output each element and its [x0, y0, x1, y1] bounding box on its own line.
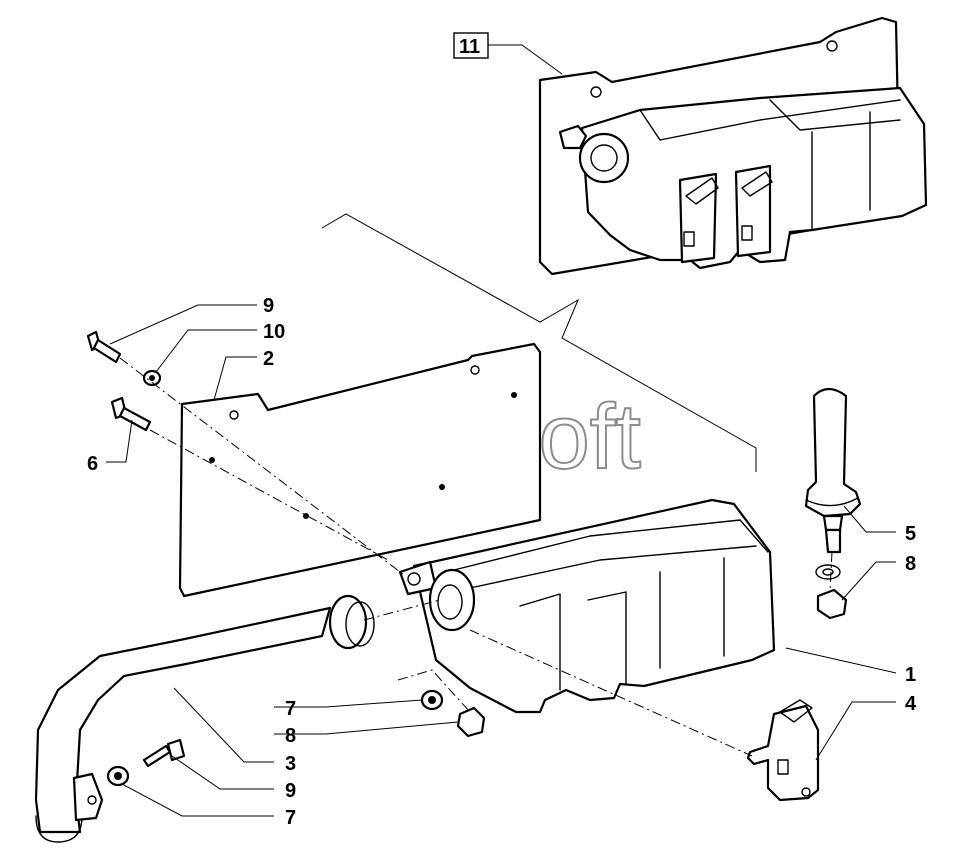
bolt-9-upper — [86, 330, 122, 364]
mounting-plate-2 — [178, 342, 542, 598]
nut-8-right — [816, 588, 848, 620]
callout-7-lower: 7 — [285, 807, 296, 829]
assembly-axis-pipe — [363, 599, 441, 621]
callout-9-lower: 9 — [285, 780, 296, 802]
nut-8-middle — [456, 706, 486, 738]
washer-10 — [142, 369, 162, 387]
callout-9-upper: 9 — [263, 295, 274, 317]
callout-box-11 — [453, 32, 489, 59]
assembly-axis-lower — [149, 429, 389, 561]
filler-cap-5 — [804, 387, 862, 554]
assembly-reference-11 — [538, 16, 928, 276]
callout-8-middle: 8 — [285, 725, 296, 747]
washer-8-right — [815, 564, 841, 580]
callout-8-right: 8 — [905, 553, 916, 575]
washer-7-lower — [106, 765, 130, 787]
assembly-axis-cap — [829, 551, 833, 593]
callout-3: 3 — [285, 753, 296, 775]
callout-7-middle: 7 — [285, 698, 296, 720]
callout-2: 2 — [263, 348, 274, 370]
leader-lines — [106, 44, 897, 817]
filler-pipe-3 — [34, 594, 375, 843]
assembly-axis-fastener — [397, 669, 471, 713]
washer-7-middle — [420, 689, 444, 711]
callout-10: 10 — [263, 321, 285, 343]
bolt-9-lower — [142, 738, 186, 768]
view-separation-line — [321, 213, 757, 472]
callout-11: 11 — [459, 36, 480, 58]
callout-4: 4 — [905, 693, 917, 715]
callout-1: 1 — [905, 664, 916, 686]
callout-5: 5 — [905, 523, 916, 545]
bolt-6 — [110, 396, 152, 432]
washer-pump-4 — [746, 699, 820, 802]
assembly-axis-pump — [469, 629, 753, 757]
reservoir-tank-1 — [398, 498, 776, 714]
callout-6: 6 — [87, 453, 98, 475]
